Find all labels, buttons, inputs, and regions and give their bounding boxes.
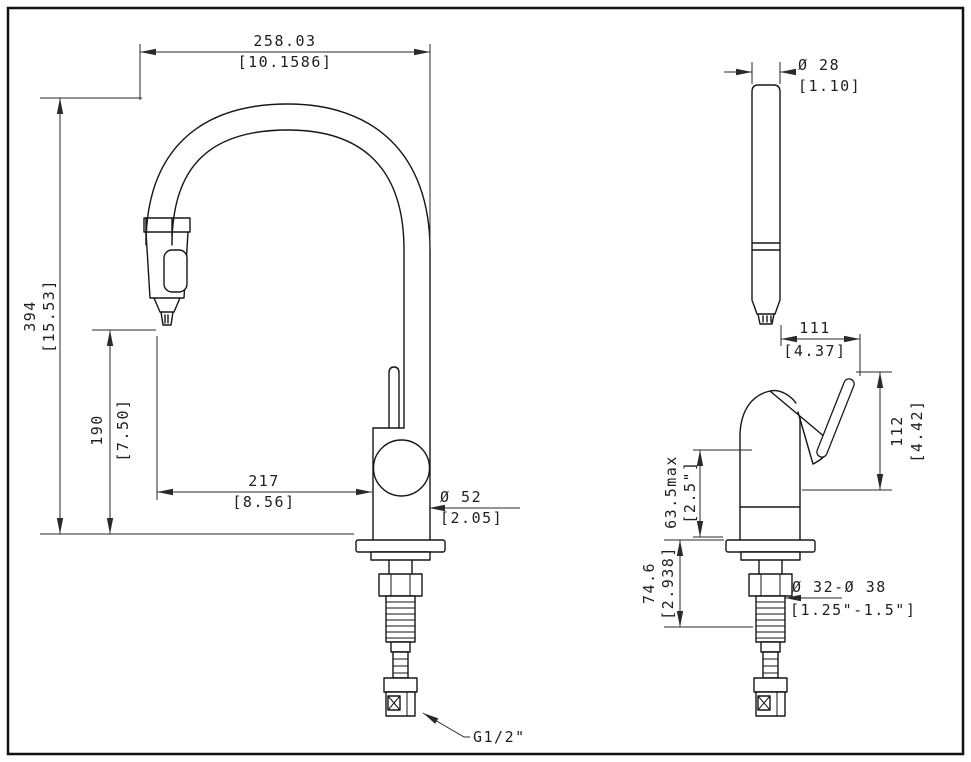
- dim-side-shank-length: 74.6 [2.938]: [640, 539, 753, 628]
- side-view: Ø 28 [1.10] 111 [4.37] 112 [4.42] 63.5ma…: [640, 56, 926, 717]
- side-threaded-shank: [755, 595, 786, 643]
- dim-text-mm: 74.6: [640, 562, 658, 604]
- dim-text-inch: [15.53]: [40, 279, 58, 353]
- front-locknut-flats: [390, 574, 411, 596]
- side-spout-column: [751, 84, 781, 325]
- dim-side-spout-offset: 111 [4.37]: [780, 319, 861, 376]
- front-threaded-shank: [385, 595, 416, 643]
- front-body: [372, 427, 405, 541]
- front-shank-threads: [386, 601, 415, 639]
- front-hose-adapter: [390, 641, 411, 653]
- dim-text-inch: [2.938]: [659, 546, 677, 620]
- side-locknut: [748, 573, 793, 597]
- dim-side-handle-height: 112 [4.42]: [802, 371, 926, 491]
- front-shank-tube: [388, 559, 413, 575]
- dim-extension-lines: [751, 62, 781, 84]
- dim-front-width: 258.03 [10.1586]: [139, 32, 431, 250]
- dim-extension-lines: [664, 539, 753, 628]
- side-shank-tube: [758, 559, 783, 575]
- side-end-fitting-cross: [757, 692, 778, 716]
- side-body: [739, 389, 801, 541]
- dim-text-mm: 394: [21, 300, 39, 332]
- side-coupling-ribs: [763, 658, 778, 674]
- dim-text-mm: 217: [248, 472, 280, 490]
- dim-side-hole-diameter: Ø 32-Ø 38 [1.25"-1.5"]: [785, 578, 916, 619]
- dim-side-spout-diameter: Ø 28 [1.10]: [724, 56, 861, 95]
- dim-text-mm: Ø 52: [440, 488, 482, 506]
- dim-text-inch: [7.50]: [114, 398, 132, 461]
- dim-front-total-height: 394 [15.53]: [21, 97, 354, 535]
- side-handle-lever-face: [817, 379, 854, 457]
- dim-text-mm: 190: [88, 414, 106, 446]
- dim-text-mm: 111: [799, 319, 831, 337]
- dim-text-inch: [8.56]: [232, 493, 295, 511]
- thread-label: G1/2": [473, 728, 526, 746]
- dim-text-inch: [4.42]: [908, 399, 926, 462]
- dim-text-inch: [2.5"]: [681, 460, 699, 523]
- side-base-step: [740, 551, 801, 561]
- front-end-fitting-cross: [387, 692, 408, 716]
- dim-text-mm: 63.5max: [662, 455, 680, 529]
- dim-extension-lines: [139, 44, 431, 250]
- front-base-plate: [355, 539, 446, 553]
- front-coupling-ribs: [393, 658, 408, 674]
- dim-text-mm: 112: [888, 415, 906, 447]
- dim-front-spout-height: 190 [7.50]: [88, 329, 156, 534]
- callout-leader: [422, 712, 470, 738]
- dim-text-inch: [4.37]: [783, 342, 846, 360]
- front-hose-coupling: [392, 651, 409, 679]
- side-end-fitting-nut: [753, 677, 788, 693]
- front-base-step: [370, 551, 431, 561]
- dim-text-inch: [1.10]: [798, 77, 861, 95]
- drawing-border: [6, 6, 965, 756]
- front-handle-lever: [388, 366, 400, 429]
- dim-text-inch: [2.05]: [440, 509, 503, 527]
- dim-text-mm: 258.03: [253, 32, 316, 50]
- dim-text-mm: Ø 28: [798, 56, 840, 74]
- dim-text-inch: [10.1586]: [238, 53, 333, 71]
- callout-thread: G1/2": [422, 712, 526, 746]
- dim-extension-lines: [802, 371, 892, 491]
- side-hose-adapter: [760, 641, 781, 653]
- dim-extension-lines: [693, 449, 752, 538]
- dim-front-body-diameter: Ø 52 [2.05]: [429, 488, 520, 527]
- dim-text-inch: [1.25"-1.5"]: [790, 601, 916, 619]
- side-hose-coupling: [762, 651, 779, 679]
- dim-front-reach: 217 [8.56]: [156, 336, 372, 511]
- front-spout-outline: [145, 103, 431, 541]
- dim-side-deck-thickness: 63.5max [2.5"]: [662, 449, 752, 538]
- dim-extension-lines: [40, 97, 354, 535]
- side-locknut-flats: [760, 574, 781, 596]
- front-sprayer-button: [163, 249, 188, 293]
- dim-extension-lines: [780, 325, 861, 376]
- dim-text-mm: Ø 32-Ø 38: [792, 578, 887, 596]
- side-mounting-stack: [725, 539, 816, 717]
- side-base-plate: [725, 539, 816, 553]
- front-mounting-stack: [355, 539, 446, 717]
- side-shank-threads: [756, 601, 785, 639]
- front-locknut: [378, 573, 423, 597]
- front-view: 258.03 [10.1586] 394 [15.53] 190 [7.50] …: [21, 32, 526, 746]
- front-end-fitting-nut: [383, 677, 418, 693]
- front-handle-circle: [372, 439, 431, 497]
